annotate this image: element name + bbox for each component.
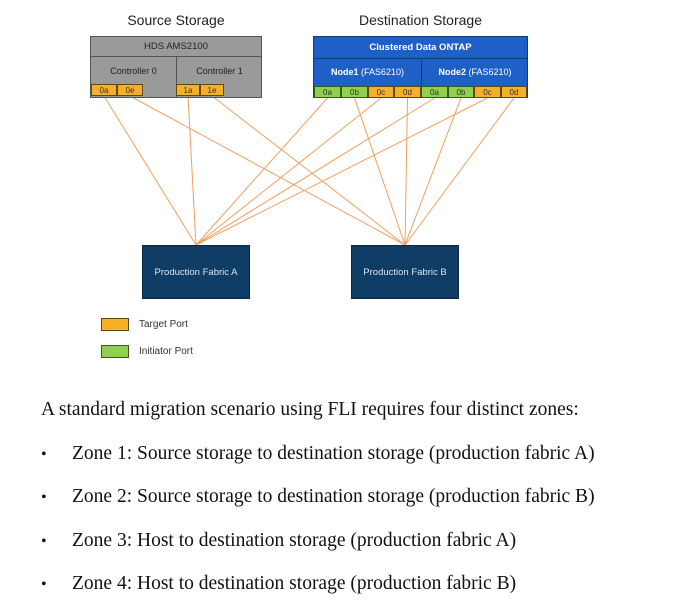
node1-model: (FAS6210) xyxy=(361,67,405,77)
node2-port-0b: 0b xyxy=(448,86,474,98)
node2-model: (FAS6210) xyxy=(468,67,512,77)
link-node1-0b-fabric-b xyxy=(354,97,406,246)
link-source-0a-fabric-a xyxy=(103,95,197,246)
zone-list-item: • Zone 4: Host to destination storage (p… xyxy=(41,573,516,595)
node2-label: Node2 (FAS6210) xyxy=(422,67,528,77)
link-node1-0c-fabric-a xyxy=(195,97,382,246)
zone-4-text: Zone 4: Host to destination storage (pro… xyxy=(72,573,517,594)
zone-3-text: Zone 3: Host to destination storage (pro… xyxy=(72,530,517,551)
link-node2-0d-fabric-b xyxy=(404,97,515,246)
production-fabric-a: Production Fabric A xyxy=(142,245,250,299)
link-node2-0b-fabric-b xyxy=(404,97,462,246)
node1-port-0d: 0d xyxy=(394,86,421,98)
source-array-name: HDS AMS2100 xyxy=(91,37,261,57)
fabric-b-label: Production Fabric B xyxy=(363,266,447,278)
cluster-name: Clustered Data ONTAP xyxy=(314,37,527,59)
zone-list-item: • Zone 2: Source storage to destination … xyxy=(41,486,595,508)
node2-port-0c: 0c xyxy=(474,86,501,98)
node1-name: Node1 xyxy=(330,67,359,77)
node2-port-0d: 0d xyxy=(501,86,527,98)
destination-storage-heading: Destination Storage xyxy=(359,12,482,28)
legend-target-label: Target Port xyxy=(139,319,188,330)
node1-label: Node1 (FAS6210) xyxy=(314,67,421,77)
legend-target-swatch xyxy=(101,318,129,331)
link-node1-0a-fabric-a xyxy=(195,97,328,246)
intro-text: A standard migration scenario using FLI … xyxy=(41,399,579,420)
source-port-0a: 0a xyxy=(91,84,117,96)
source-port-0e: 0e xyxy=(117,84,143,96)
bullet-icon: • xyxy=(41,576,47,593)
zone-list-item: • Zone 1: Source storage to destination … xyxy=(41,443,595,465)
source-storage-heading: Source Storage xyxy=(127,12,225,28)
zone-2-text: Zone 2: Source storage to destination st… xyxy=(72,486,595,507)
source-port-1e: 1e xyxy=(200,84,224,96)
node1-port-0b: 0b xyxy=(341,86,368,98)
node1-port-0c: 0c xyxy=(368,86,394,98)
controller-divider xyxy=(176,57,177,98)
node2-port-0a: 0a xyxy=(421,86,448,98)
bullet-icon: • xyxy=(41,533,47,550)
node1-port-0a: 0a xyxy=(314,86,341,98)
controller-1-label: Controller 1 xyxy=(196,66,243,76)
link-source-1a-fabric-a xyxy=(187,95,197,246)
zone-list-item: • Zone 3: Host to destination storage (p… xyxy=(41,530,516,552)
link-source-0e-fabric-b xyxy=(129,95,406,246)
legend-initiator-swatch xyxy=(101,345,129,358)
legend-initiator-label: Initiator Port xyxy=(139,346,193,357)
node-divider xyxy=(421,59,422,87)
zone-1-text: Zone 1: Source storage to destination st… xyxy=(72,443,595,464)
link-node2-0c-fabric-a xyxy=(195,97,488,246)
bullet-icon: • xyxy=(41,489,47,506)
source-port-1a: 1a xyxy=(176,84,200,96)
link-source-1e-fabric-b xyxy=(211,95,406,246)
link-node2-0a-fabric-a xyxy=(195,97,435,246)
fabric-a-label: Production Fabric A xyxy=(154,266,238,278)
link-node1-0d-fabric-b xyxy=(404,97,408,246)
node2-name: Node2 xyxy=(438,67,466,77)
controller-0-label: Controller 0 xyxy=(110,66,157,76)
bullet-icon: • xyxy=(41,446,47,463)
production-fabric-b: Production Fabric B xyxy=(351,245,459,299)
